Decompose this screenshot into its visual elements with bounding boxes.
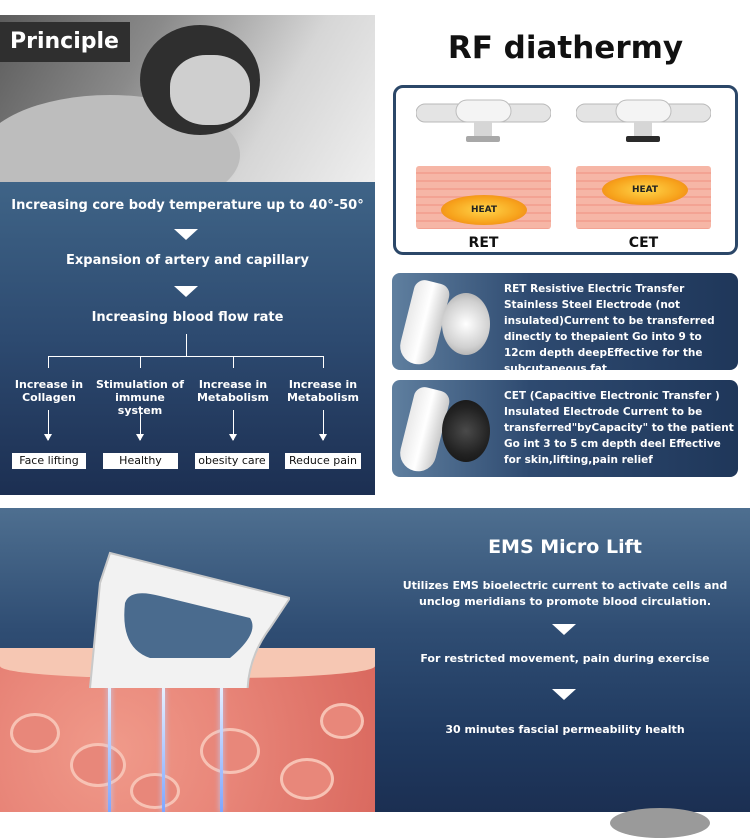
flow-step-1: Increasing core body temperature up to 4… <box>11 198 364 213</box>
ret-description: RET Resistive Electric Transfer Stainles… <box>504 283 715 375</box>
down-arrow-icon <box>319 410 327 441</box>
current-beam <box>220 686 223 812</box>
branch-label-immune: Stimulation of immune system <box>95 378 185 417</box>
ems-description: Utilizes EMS bioelectric current to acti… <box>402 579 728 608</box>
principle-photo <box>0 15 375 182</box>
ems-arrow-2 <box>552 689 576 700</box>
ret-device-icon <box>416 99 551 142</box>
result-face-lifting: Face lifting <box>12 453 86 469</box>
branch-label-metabolism-1: Increase in Metabolism <box>196 378 270 404</box>
cet-device-icon <box>576 99 711 142</box>
ret-info-card: RET Resistive Electric Transfer Stainles… <box>392 273 738 375</box>
cet-info-card: CET (Capacitive Electronic Transfer ) In… <box>392 380 738 477</box>
ems-panel <box>0 508 750 812</box>
steel-electrode-icon <box>442 293 490 355</box>
ems-micro-lift-device-icon <box>88 551 290 688</box>
ems-benefit-1: For restricted movement, pain during exe… <box>420 652 710 665</box>
ems-benefit-2: 30 minutes fascial permeability health <box>445 723 685 736</box>
flow-step-3: Increasing blood flow rate <box>91 310 284 325</box>
result-obesity-care: obesity care <box>195 453 269 469</box>
down-arrow-icon <box>229 410 237 441</box>
insulated-electrode-icon <box>442 400 490 462</box>
rf-title: RF diathermy <box>447 30 684 66</box>
ems-title: EMS Micro Lift <box>488 536 642 558</box>
branch-label-collagen: Increase in Collagen <box>14 378 84 404</box>
current-beam <box>108 683 111 812</box>
flow-arrow-1 <box>174 229 198 240</box>
cet-label: CET <box>628 235 659 251</box>
principle-flow-panel: Increasing core body temperature up to 4… <box>0 182 375 495</box>
cet-heat-zone: HEAT <box>602 175 688 205</box>
current-beam <box>162 688 165 812</box>
flow-arrow-2 <box>174 286 198 297</box>
cet-description: CET (Capacitive Electronic Transfer ) In… <box>504 390 734 466</box>
partial-device-icon <box>610 808 710 838</box>
ret-label: RET <box>468 235 499 251</box>
ret-heat-zone: HEAT <box>441 195 527 225</box>
principle-tag: Principle <box>0 22 130 62</box>
result-healthy: Healthy <box>103 453 178 469</box>
down-arrow-icon <box>136 410 144 441</box>
result-reduce-pain: Reduce pain <box>285 453 361 469</box>
branch-label-metabolism-2: Increase in Metabolism <box>286 378 360 404</box>
down-arrow-icon <box>44 410 52 441</box>
rf-diagram-frame: HEAT RET HEAT CET <box>393 85 738 255</box>
flow-step-2: Expansion of artery and capillary <box>66 253 309 268</box>
ems-arrow-1 <box>552 624 576 635</box>
